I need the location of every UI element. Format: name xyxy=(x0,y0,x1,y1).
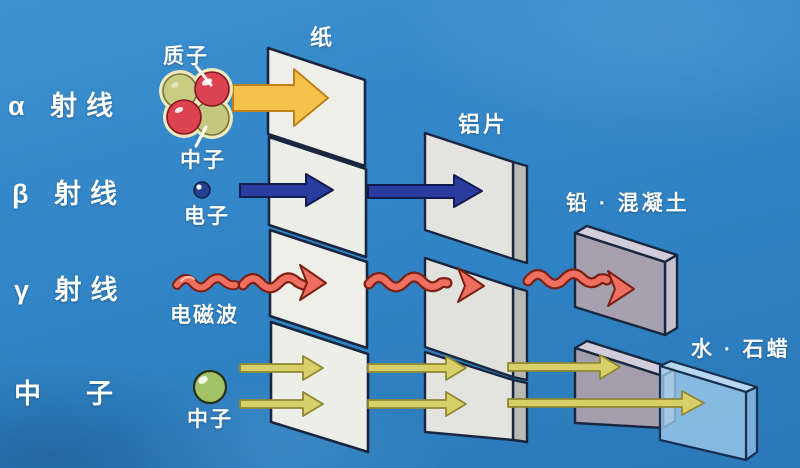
neutron-arrow-segment xyxy=(507,390,705,416)
row-label-alpha: α 射线 xyxy=(8,91,123,121)
em-wave-label: 电磁波 xyxy=(170,304,239,327)
water-paraffin-barrier xyxy=(658,359,759,462)
alpha-neutron-label: 中子 xyxy=(180,149,226,172)
alpha-ray-arrow xyxy=(232,68,329,127)
lead-concrete-label: 铅 · 混凝土 xyxy=(566,192,690,215)
gamma-ray-arrows xyxy=(237,264,635,307)
proton-pointer-line xyxy=(194,64,213,87)
row-label-beta: β 射线 xyxy=(12,179,126,209)
paper-sheet xyxy=(269,320,370,454)
water-block-side xyxy=(744,385,759,462)
beta-ray-arrows xyxy=(239,173,483,208)
neutron-arrows xyxy=(239,354,705,417)
paper-label: 纸 xyxy=(310,25,336,50)
neutron-source-label: 中子 xyxy=(187,408,233,431)
neutron-arrow-segment xyxy=(239,355,324,381)
beta-arrow-segment xyxy=(367,174,483,208)
electron-dot xyxy=(193,181,211,199)
aluminum-sheet-side xyxy=(511,160,529,265)
neutron-pointer-line xyxy=(194,125,208,148)
lead-block-side xyxy=(663,253,679,337)
aluminum-sheet-side xyxy=(511,378,529,444)
neutron-arrow-segment xyxy=(367,391,467,417)
alpha-particle xyxy=(159,64,233,148)
proton-ball xyxy=(194,71,230,107)
row-label-gamma: γ 射线 xyxy=(14,275,127,305)
beta-arrow-segment xyxy=(239,173,334,207)
gamma-arrow-head xyxy=(299,264,327,301)
gamma-arrow-head xyxy=(607,270,635,307)
neutron-source-ball xyxy=(192,369,228,405)
proton-ball xyxy=(166,99,202,135)
aluminum-label: 铝片 xyxy=(458,112,509,137)
neutron-arrow-segment xyxy=(239,391,324,417)
proton-label: 质子 xyxy=(163,45,209,68)
neutron-arrow-segment xyxy=(507,354,621,380)
water-paraffin-label: 水 · 石蜡 xyxy=(691,338,791,361)
gamma-arrow-head xyxy=(457,267,485,303)
em-wave-ribbon xyxy=(172,273,240,293)
water-block xyxy=(658,364,748,462)
electron-label: 电子 xyxy=(184,205,230,228)
neutron-arrow-segment xyxy=(367,355,467,381)
row-label-neutron: 中 子 xyxy=(14,379,122,409)
